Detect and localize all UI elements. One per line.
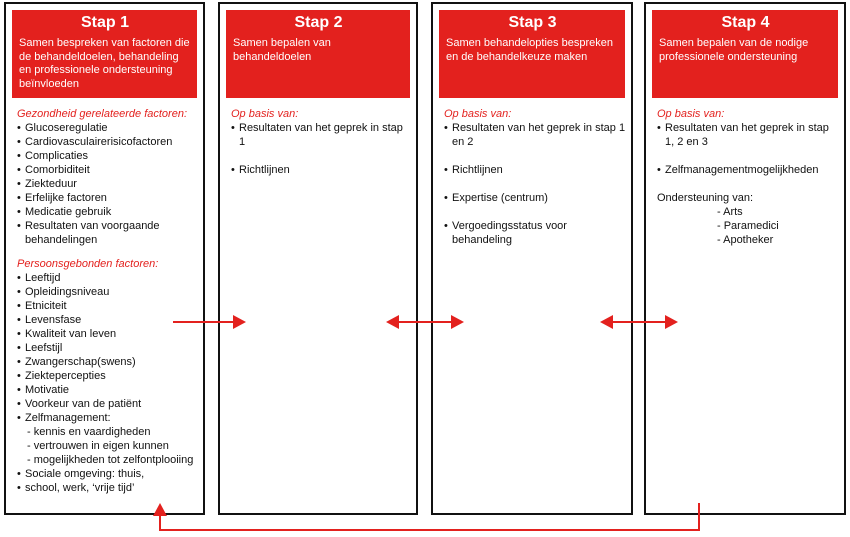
list-item: Richtlijnen: [444, 163, 627, 177]
list-item: Etniciteit: [17, 299, 199, 313]
step-3-box: Stap 3 Samen behandelopties bespreken en…: [431, 2, 633, 515]
personal-factors-heading: Persoonsgebonden factoren:: [17, 258, 159, 270]
step-4-title: Stap 4: [721, 14, 770, 31]
list-item: Resultaten van voorgaande behandelingen: [17, 219, 199, 247]
list-item: Resultaten van het geprek in stap 1, 2 e…: [657, 121, 840, 149]
step-2-body: Op basis van: Resultaten van het geprek …: [231, 107, 412, 177]
list-item: Ziektepercepties: [17, 369, 199, 383]
list-item: Zwangerschap(swens): [17, 355, 199, 369]
basis-list: Resultaten van het geprek in stap 1 en 2…: [444, 121, 627, 247]
step-3-title: Stap 3: [508, 14, 557, 31]
step-1-header: Stap 1 Samen bespreken van factoren die …: [12, 10, 197, 98]
step-1-title: Stap 1: [80, 14, 129, 31]
step-4-box: Stap 4 Samen bepalen van de nodige profe…: [644, 2, 846, 515]
list-item: Cardiovasculairerisicofactoren: [17, 135, 199, 149]
basis-heading: Op basis van:: [444, 108, 512, 120]
step-3-description: Samen behandelopties bespreken en de beh…: [446, 37, 613, 63]
support-heading: Ondersteuning van:: [657, 192, 754, 204]
basis-list: Resultaten van het geprek in stap 1, 2 e…: [657, 121, 840, 177]
list-item: Voorkeur van de patiënt: [17, 397, 199, 411]
step-2-description: Samen bepalen van behandeldoelen: [233, 37, 331, 63]
list-item: - Arts: [717, 206, 743, 218]
step-2-header: Stap 2 Samen bepalen van behandeldoelen: [226, 10, 410, 98]
list-item: Leefstijl: [17, 341, 199, 355]
step-3-body: Op basis van: Resultaten van het geprek …: [444, 107, 627, 247]
basis-heading: Op basis van:: [231, 108, 299, 120]
step-2-box: Stap 2 Samen bepalen van behandeldoelen …: [218, 2, 418, 515]
list-item: Kwaliteit van leven: [17, 327, 199, 341]
list-item: school, werk, ‘vrije tijd’: [17, 481, 199, 495]
step-4-body: Op basis van: Resultaten van het geprek …: [657, 107, 840, 247]
list-item: Expertise (centrum): [444, 191, 627, 205]
list-item: Medicatie gebruik: [17, 205, 199, 219]
list-item: - Paramedici: [717, 220, 779, 232]
list-item: Opleidingsniveau: [17, 285, 199, 299]
list-item: - Apotheker: [717, 234, 774, 246]
list-item: Levensfase: [17, 313, 199, 327]
list-item: Richtlijnen: [231, 163, 412, 177]
list-item: Motivatie: [17, 383, 199, 397]
personal-factors-list: Leeftijd Opleidingsniveau Etniciteit Lev…: [17, 271, 199, 495]
sub-list-item: - kennis en vaardigheden: [27, 426, 151, 438]
list-item: Resultaten van het geprek in stap 1 en 2: [444, 121, 627, 149]
list-item: Erfelijke factoren: [17, 191, 199, 205]
health-factors-heading: Gezondheid gerelateerde factoren:: [17, 108, 188, 120]
list-item: Leeftijd: [17, 271, 199, 285]
list-item: Zelfmanagement:: [17, 411, 199, 425]
list-item: Sociale omgeving: thuis,: [17, 467, 199, 481]
list-item: Zelfmanagementmogelijkheden: [657, 163, 840, 177]
sub-list-item: - vertrouwen in eigen kunnen: [27, 440, 169, 452]
support-list: - Arts - Paramedici - Apotheker: [657, 205, 840, 247]
step-4-header: Stap 4 Samen bepalen van de nodige profe…: [652, 10, 838, 98]
basis-heading: Op basis van:: [657, 108, 725, 120]
health-factors-list: Glucoseregulatie Cardiovasculairerisicof…: [17, 121, 199, 247]
list-item: Complicaties: [17, 149, 199, 163]
step-2-title: Stap 2: [294, 14, 343, 31]
list-item: Comorbiditeit: [17, 163, 199, 177]
list-item: Resultaten van het geprek in stap 1: [231, 121, 412, 149]
basis-list: Resultaten van het geprek in stap 1 Rich…: [231, 121, 412, 177]
list-item: Ziekteduur: [17, 177, 199, 191]
step-1-body: Gezondheid gerelateerde factoren: Glucos…: [17, 107, 199, 495]
list-item: Vergoedingsstatus voor behandeling: [444, 219, 627, 247]
step-3-header: Stap 3 Samen behandelopties bespreken en…: [439, 10, 625, 98]
step-1-box: Stap 1 Samen bespreken van factoren die …: [4, 2, 205, 515]
list-item: Glucoseregulatie: [17, 121, 199, 135]
step-4-description: Samen bepalen van de nodige professionel…: [659, 37, 809, 63]
sub-list-item: - mogelijkheden tot zelfontplooiing: [27, 454, 194, 466]
step-1-description: Samen bespreken van factoren die de beha…: [19, 37, 190, 90]
